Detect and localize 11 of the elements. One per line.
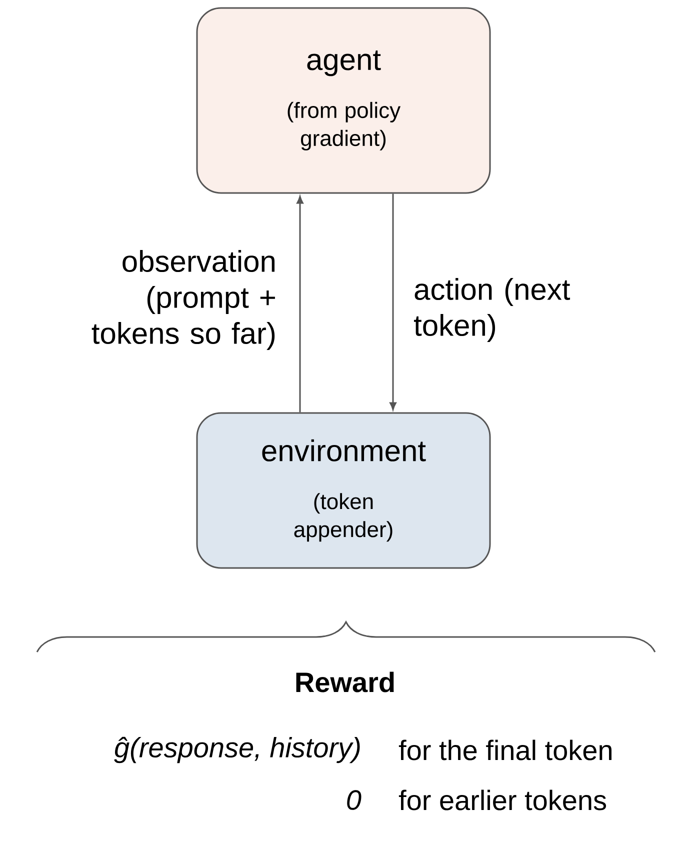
edge-label: observation (prompt + tokens so far) [92, 250, 275, 350]
formula-text: ĝ(response, history) [114, 736, 360, 764]
edge-label: action (next token) [414, 278, 570, 342]
process-box: environment (token appender) [196, 412, 491, 569]
process-box: agent (from policy gradient) [196, 7, 491, 194]
arrow [390, 194, 396, 410]
arrow [296, 196, 304, 412]
formula-text: 0 [347, 790, 362, 810]
description-text: for earlier tokens [398, 790, 606, 810]
description-text: for the final token [398, 740, 612, 760]
heading: Reward [296, 672, 394, 692]
